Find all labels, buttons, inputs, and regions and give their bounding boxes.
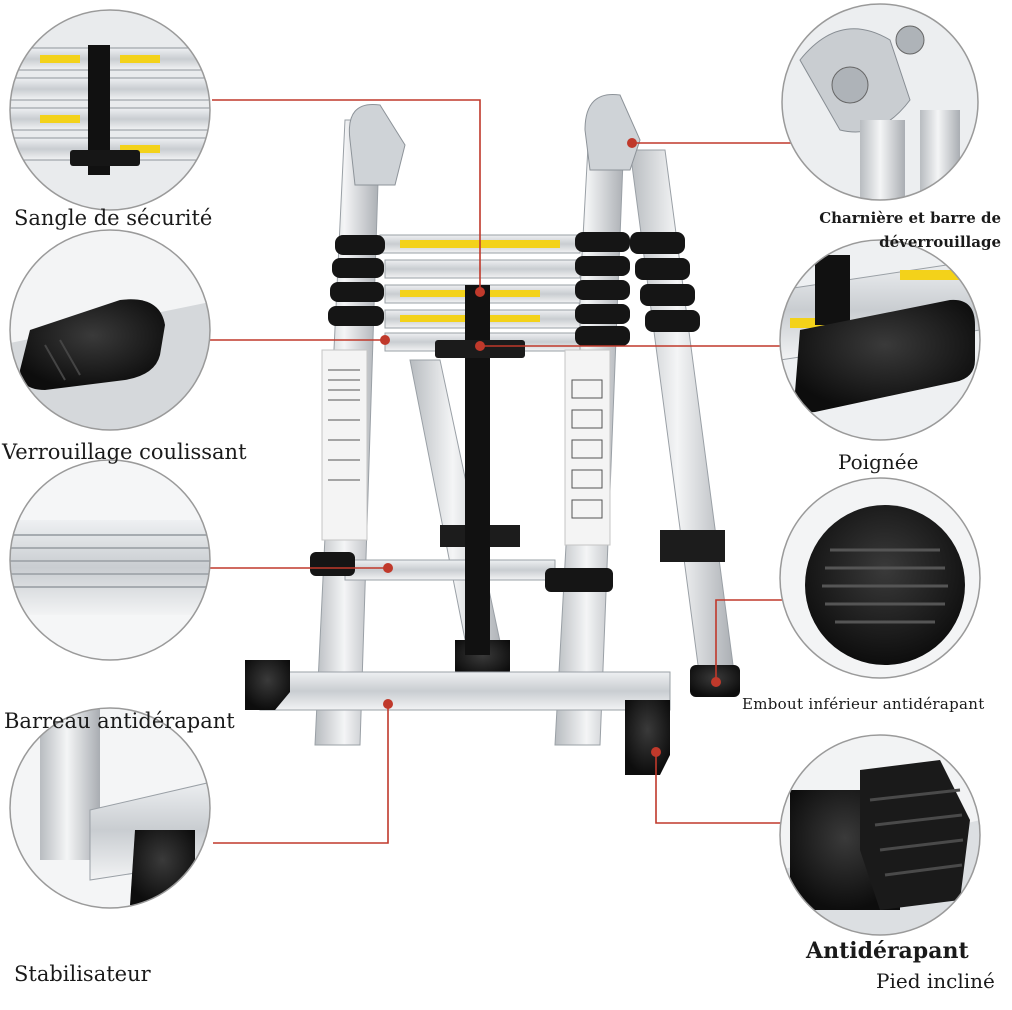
detail-end-cap-photo <box>779 477 981 679</box>
detail-handle-photo <box>779 239 981 441</box>
label-non-slip-rung: Barreau antidérapant <box>4 709 235 733</box>
leader-dots <box>380 138 721 757</box>
label-handle: Poignée <box>838 450 919 474</box>
label-hinge-release: Charnière et barre de déverrouillage <box>819 206 1001 254</box>
detail-inclined-foot-photo <box>779 734 981 936</box>
label-slide-lock: Verrouillage coulissant <box>2 440 247 464</box>
label-hinge-release-line1: Charnière et barre de <box>819 209 1001 227</box>
detail-non-slip-rung-photo <box>9 459 211 661</box>
label-inclined-foot-line1: Antidérapant <box>806 938 969 964</box>
label-inclined-foot-line2: Pied incliné <box>876 969 995 993</box>
detail-stabilizer-photo <box>9 707 211 909</box>
ladder-main <box>245 93 740 775</box>
leader-lines <box>210 99 795 844</box>
label-hinge-release-line2: déverrouillage <box>879 233 1001 251</box>
detail-slide-lock-photo <box>9 229 211 431</box>
label-stabilizer: Stabilisateur <box>14 962 151 986</box>
label-bottom-end-cap: Embout inférieur antidérapant <box>742 695 985 713</box>
label-safety-strap: Sangle de sécurité <box>14 206 213 230</box>
detail-hinge-photo <box>781 3 979 201</box>
detail-safety-strap-photo <box>9 9 211 211</box>
